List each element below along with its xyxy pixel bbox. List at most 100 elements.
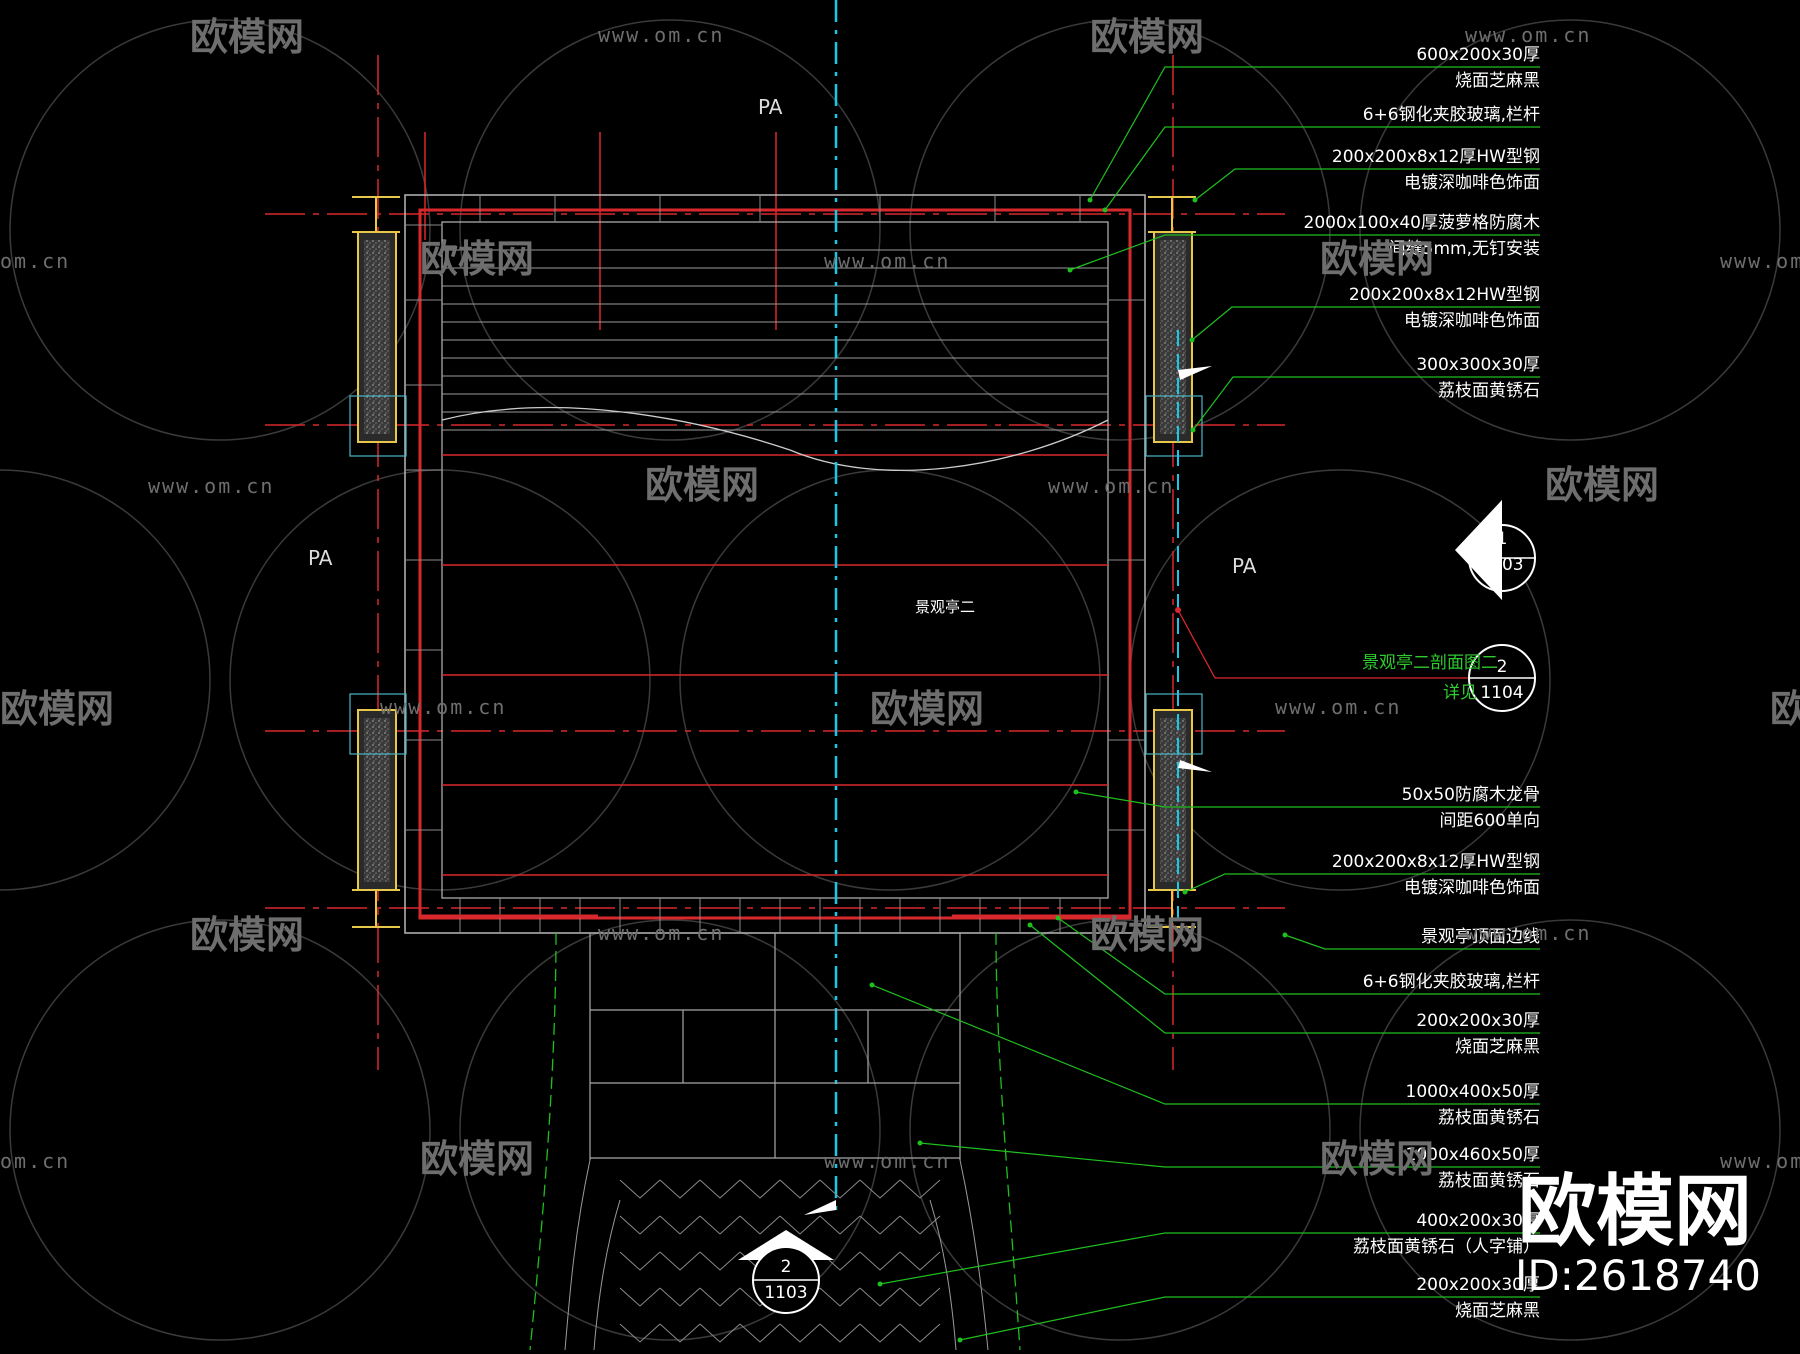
watermark-brand: 欧模网 xyxy=(190,913,304,957)
paving-tile xyxy=(699,1251,741,1271)
leader-dot xyxy=(1067,267,1073,273)
leader-line xyxy=(871,984,1540,1105)
paving-tile xyxy=(619,1287,661,1307)
watermark-url: www.om.cn xyxy=(1720,1149,1800,1173)
paving-tile xyxy=(739,1215,781,1235)
callout-line1: 2000x100x40厚菠萝格防腐木 xyxy=(1304,213,1540,233)
section-callout-line2: 详见 xyxy=(1443,683,1477,703)
leader-line xyxy=(879,1232,1540,1285)
pavilion-frame xyxy=(404,194,1146,934)
paving-tile xyxy=(619,1251,661,1271)
column-right-bottom xyxy=(1145,693,1203,928)
callout-line1: 景观亭顶面边线 xyxy=(1421,927,1540,947)
leader-dot xyxy=(1282,932,1288,938)
paving-tile xyxy=(819,1179,861,1199)
watermark-brand: 欧模网 xyxy=(190,15,304,59)
paving-tile xyxy=(699,1323,741,1343)
svg-text:2: 2 xyxy=(781,1257,792,1277)
leader-dot xyxy=(1102,207,1108,213)
paving-tile xyxy=(699,1215,741,1235)
callout-line1: 200x200x30厚 xyxy=(1416,1011,1540,1031)
column-left-bottom xyxy=(349,693,407,928)
watermark-brand: 欧模网 xyxy=(0,687,114,731)
leader-line xyxy=(959,1296,1540,1341)
paving-tile xyxy=(739,1323,781,1343)
paving-tile xyxy=(899,1251,941,1271)
paving-tile xyxy=(779,1215,821,1235)
herringbone-paving xyxy=(564,1159,989,1351)
callout-line2: 间距600单向 xyxy=(1440,811,1540,831)
watermark-circles xyxy=(0,19,1781,1341)
leader-lines xyxy=(869,66,1540,1343)
leader-dot xyxy=(1073,789,1079,795)
paving-tile xyxy=(619,1323,661,1343)
watermark-url: www.om.cn xyxy=(1465,23,1591,47)
callout-line2: 荔枝面黄锈石（人字铺） xyxy=(1353,1237,1540,1257)
central-flag xyxy=(804,1200,836,1215)
callout-line2: 烧面芝麻黑 xyxy=(1455,71,1540,91)
callout-line1: 600x200x30厚 xyxy=(1416,45,1540,65)
leader-dot xyxy=(1189,337,1195,343)
steel-columns xyxy=(349,196,1203,928)
watermark-url: www.om.cn xyxy=(824,249,950,273)
leader-line xyxy=(919,1142,1540,1168)
callout-line2: 电镀深咖啡色饰面 xyxy=(1404,311,1540,331)
watermark-brand: 欧模网 xyxy=(1545,463,1659,507)
deck-boards xyxy=(442,249,1108,431)
watermark-url: om.cn xyxy=(0,249,70,273)
callout-line1: 200x200x8x12厚HW型钢 xyxy=(1332,147,1540,167)
leader-dot xyxy=(957,1337,963,1343)
callout-line1: 1000x460x50厚 xyxy=(1406,1145,1540,1165)
callout-line1: 6+6钢化夹胶玻璃,栏杆 xyxy=(1363,972,1540,992)
callout-line2: 烧面芝麻黑 xyxy=(1455,1037,1540,1057)
paving-tile xyxy=(659,1323,701,1343)
svg-text:1: 1 xyxy=(1497,529,1508,549)
path-edge-right xyxy=(995,932,1021,1351)
section-callout-line1: 景观亭二剖面图二 xyxy=(1362,653,1498,673)
watermark-id: ID:2618740 xyxy=(1515,1251,1761,1300)
callout-line1: 50x50防腐木龙骨 xyxy=(1402,785,1540,805)
entry-steps xyxy=(589,933,961,1160)
paving-tile xyxy=(899,1215,941,1235)
watermark-url: www.om.cn xyxy=(1465,921,1591,945)
callout-line2: 电镀深咖啡色饰面 xyxy=(1404,173,1540,193)
pa-mark-left: PA xyxy=(308,546,333,570)
watermark-brand: 欧模网 xyxy=(870,687,984,731)
leader-dot xyxy=(1192,197,1198,203)
section-marker-1: 1 1103 xyxy=(1455,500,1536,600)
paving-tile xyxy=(859,1179,901,1199)
paving-tile xyxy=(659,1215,701,1235)
section-marker-3: 2 1103 xyxy=(738,1230,834,1314)
leader-dot xyxy=(1182,889,1188,895)
paving-tile xyxy=(819,1287,861,1307)
paving-tile xyxy=(779,1179,821,1199)
callout-line1: 200x200x30厚 xyxy=(1416,1275,1540,1295)
watermark-url: www.om.cn xyxy=(824,1149,950,1173)
callout-line1: 1000x400x50厚 xyxy=(1406,1082,1540,1102)
column-left-top xyxy=(349,196,407,457)
paving-tile xyxy=(859,1323,901,1343)
callout-line2: 荔枝面黄锈石 xyxy=(1438,1108,1540,1128)
paving-tile xyxy=(779,1323,821,1343)
pavilion-name: 景观亭二 xyxy=(915,598,975,616)
leader-line xyxy=(1057,917,1540,995)
callout-line1: 200x200x8x12厚HW型钢 xyxy=(1332,852,1540,872)
paving-tile xyxy=(659,1179,701,1199)
section-flag-bottom xyxy=(1178,760,1212,772)
paving-tile xyxy=(819,1323,861,1343)
paving-tile xyxy=(659,1287,701,1307)
watermark-url: www.om.cn xyxy=(1275,695,1401,719)
paving-tile xyxy=(659,1251,701,1271)
watermark-url: www.om.cn xyxy=(598,23,724,47)
callout-line2: 间缝5mm,无钉安装 xyxy=(1389,239,1540,259)
svg-text:1103: 1103 xyxy=(1480,555,1523,575)
leader-line xyxy=(1194,168,1540,201)
watermark-brand: 欧模网 xyxy=(1090,15,1204,59)
paving-tile xyxy=(859,1251,901,1271)
watermark-brand: 欧模网 xyxy=(1770,687,1800,731)
leader-dot xyxy=(877,1281,883,1287)
paving-tile xyxy=(739,1179,781,1199)
paving-tile xyxy=(619,1179,661,1199)
section-flag-top xyxy=(1178,366,1212,380)
